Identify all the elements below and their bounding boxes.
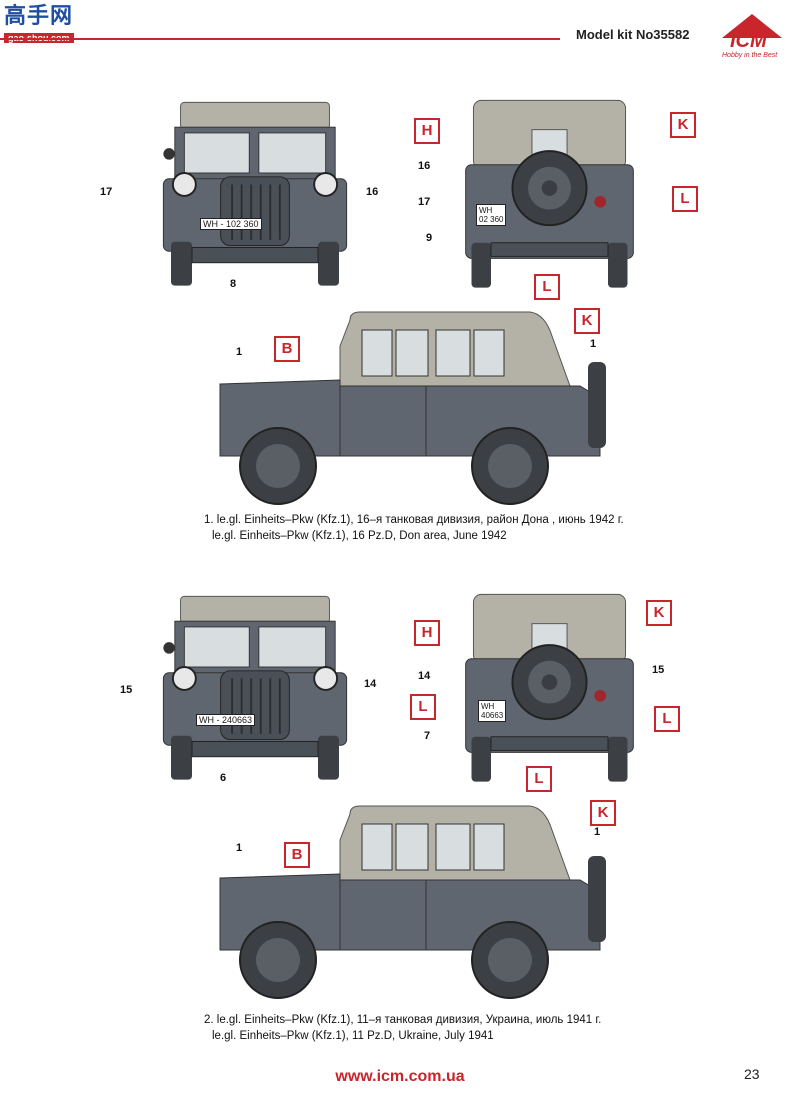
scheme1-rear-plate: WH 02 360 [476,204,507,226]
scheme2-front-view [150,588,360,788]
scheme2-callout-h: H [414,620,440,646]
scheme2-rear-label-14: 14 [418,670,431,682]
scheme1-front-label-8: 8 [230,278,237,290]
scheme1-rear-label-9: 9 [426,232,433,244]
scheme1-rear-plate-line1: WH [479,206,493,215]
scheme2-front-plate: WH - 240663 [196,714,256,726]
scheme2-callout-l-left: L [410,694,436,720]
scheme2-side-label-1b: 1 [594,826,601,838]
scheme1-callout-l-bottom: L [534,274,560,300]
scheme1-front-label-17: 17 [100,186,113,198]
scheme2-caption-en: le.gl. Einheits–Pkw (Kfz.1), 11 Pz.D, Uk… [212,1030,494,1042]
scheme2-rear-plate: WH 40663 [478,700,507,722]
scheme1-front-label-16: 16 [366,186,379,198]
scheme1-front-plate: WH - 102 360 [200,218,262,230]
scheme2-side-view [200,800,620,1000]
scheme1-rear-label-17: 17 [418,196,431,208]
scheme2-callout-l-right: L [654,706,680,732]
icm-logo-shape [722,14,782,38]
scheme2-caption-ru: 2. le.gl. Einheits–Pkw (Kfz.1), 11–я тан… [204,1014,602,1026]
scheme2-front-label-15: 15 [120,684,133,696]
scheme1-rear-plate-line2: 02 360 [479,215,504,224]
logo-tagline: Hobby in the Best [722,52,778,59]
scheme2-rear-view [452,588,647,788]
scheme2-front-label-6: 6 [220,772,227,784]
scheme2-rear-plate-line1: WH [481,702,495,711]
watermark-main: 高手网 [4,3,74,28]
icm-logo: ICM Hobby in the Best [712,10,790,62]
scheme1-callout-l-right: L [672,186,698,212]
scheme1-callout-b: B [274,336,300,362]
scheme2-callout-k-rear: K [646,600,672,626]
model-kit-number: Model kit No35582 [576,27,690,42]
scheme2-rear-label-7: 7 [424,730,431,742]
scheme2-callout-l-bottom: L [526,766,552,792]
scheme1-caption: 1. le.gl. Einheits–Pkw (Kfz.1), 16–я тан… [204,512,624,544]
scheme2-rear-plate-line2: 40663 [481,711,504,720]
footer-url[interactable]: www.icm.com.ua [335,1068,465,1085]
scheme1-rear-view [452,94,647,294]
scheme1-side-view [200,306,620,506]
scheme1-front-view [150,94,360,294]
scheme2-callout-b: B [284,842,310,868]
scheme2-caption: 2. le.gl. Einheits–Pkw (Kfz.1), 11–я тан… [204,1012,601,1044]
scheme1-side-label-1a: 1 [236,346,243,358]
scheme1-callout-h: H [414,118,440,144]
scheme1-caption-ru: 1. le.gl. Einheits–Pkw (Kfz.1), 16–я тан… [204,514,624,526]
page-number: 23 [744,1066,760,1082]
scheme1-callout-k-rear: K [670,112,696,138]
scheme2-front-label-14: 14 [364,678,377,690]
scheme2-side-label-1a: 1 [236,842,243,854]
scheme1-side-label-1b: 1 [590,338,597,350]
logo-text: ICM [730,30,767,52]
scheme1-callout-k-side: K [574,308,600,334]
scheme1-caption-en: le.gl. Einheits–Pkw (Kfz.1), 16 Pz.D, Do… [212,530,507,542]
scheme2-rear-label-15: 15 [652,664,665,676]
header-rule [0,38,560,40]
scheme2-callout-k-side: K [590,800,616,826]
scheme1-rear-label-16: 16 [418,160,431,172]
